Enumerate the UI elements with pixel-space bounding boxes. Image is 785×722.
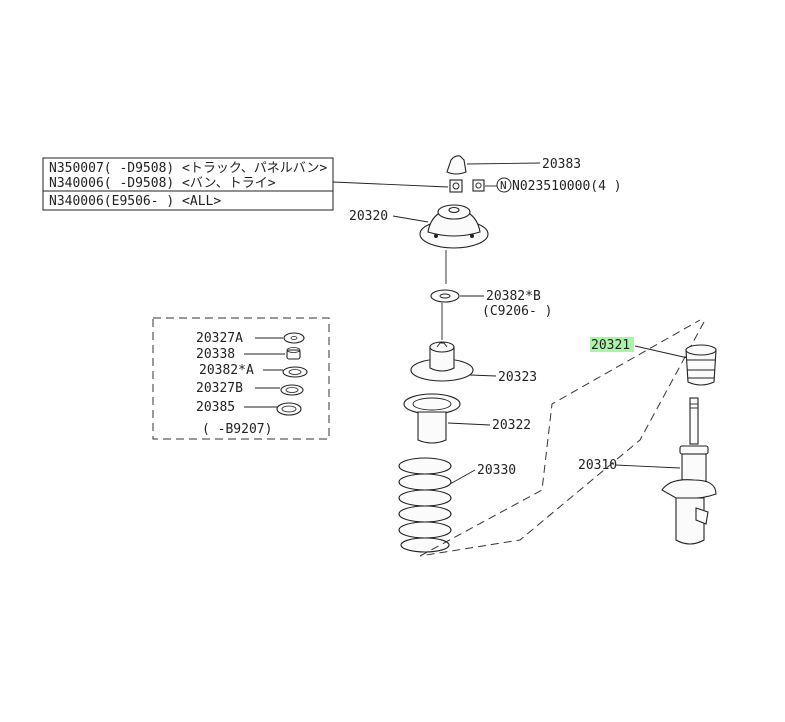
label-20327b: 20327B xyxy=(196,381,243,396)
label-nut-part: N023510000(4 ) xyxy=(512,179,622,194)
label-20382a: 20382*A xyxy=(199,363,254,378)
label-20327a: 20327A xyxy=(196,331,243,346)
part-20382b-washer: 20382*B (C9206- ) xyxy=(430,289,552,340)
part-20320-strut-mount: 20320 xyxy=(349,204,489,284)
table-row-3: N340006(E9506- ) <ALL> xyxy=(49,194,221,209)
label-20383: 20383 xyxy=(542,157,581,172)
part-20383-cap: 20383 xyxy=(446,155,581,175)
label-20323: 20323 xyxy=(498,370,537,385)
label-20322: 20322 xyxy=(492,418,531,433)
part-20323-upper-seat: 20323 xyxy=(410,341,537,385)
label-20382b: 20382*B xyxy=(486,289,541,304)
label-20330: 20330 xyxy=(477,463,516,478)
label-20338: 20338 xyxy=(196,347,235,362)
svg-text:N: N xyxy=(500,179,507,192)
table-row-1: N350007( -D9508) <トラック、パネルバン> xyxy=(49,161,327,176)
bearing-kit-box: 20327A 20338 20382*A 20327B 20385 ( -B92… xyxy=(152,317,330,440)
part-nuts: N N023510000(4 ) xyxy=(449,177,622,194)
part-20322-dust-boot: 20322 xyxy=(403,393,531,444)
part-20330-coil-spring: 20330 xyxy=(398,457,516,553)
label-kit-note: ( -B9207) xyxy=(202,422,272,437)
n-marker-icon xyxy=(496,177,512,193)
assembly-dashed-outline xyxy=(419,319,705,557)
table-row-2: N340006( -D9508) <バン、トライ> xyxy=(49,176,276,191)
part-20310-shock-absorber: 20310 xyxy=(578,397,717,545)
label-20382b-note: (C9206- ) xyxy=(482,304,552,319)
label-20310: 20310 xyxy=(578,458,617,473)
part-number-table: N350007( -D9508) <トラック、パネルバン> N340006( -… xyxy=(42,157,449,211)
highlight-20321 xyxy=(590,337,634,352)
part-20321-bump-rubber: 20321 xyxy=(590,337,717,386)
label-20385: 20385 xyxy=(196,400,235,415)
label-20320: 20320 xyxy=(349,209,388,224)
label-20321: 20321 xyxy=(591,338,630,353)
